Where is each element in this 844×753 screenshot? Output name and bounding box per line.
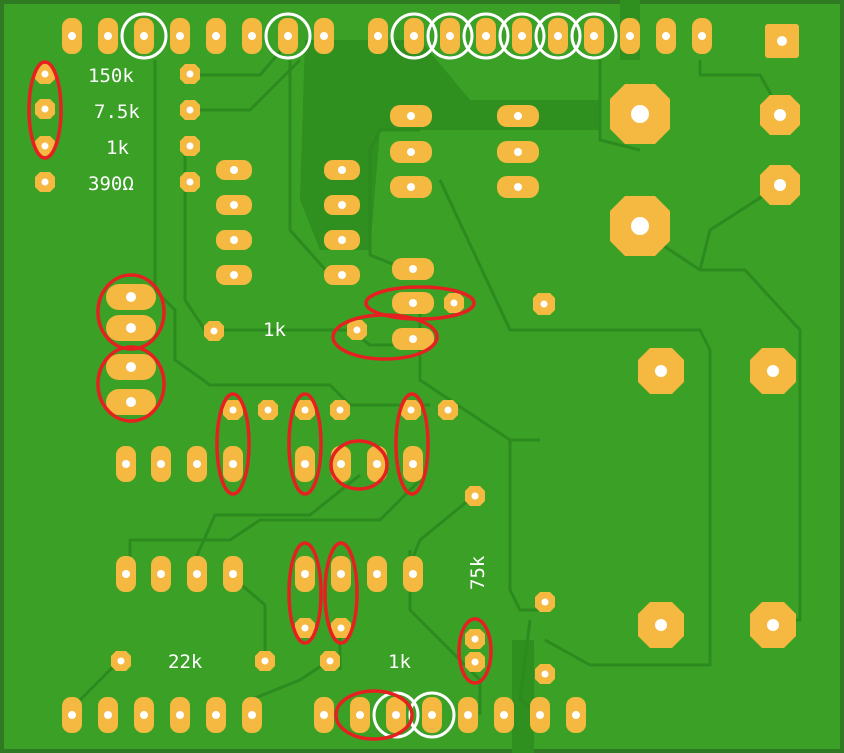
label-1k-b: 1k <box>263 319 286 341</box>
small-pads-lower <box>111 592 555 684</box>
mid-pads <box>204 105 555 350</box>
label-1k-a: 1k <box>106 137 129 159</box>
ic1-pads <box>216 160 360 285</box>
red-highlights <box>27 60 493 741</box>
label-390: 390Ω <box>88 173 134 195</box>
ic2-top-pads <box>116 446 423 482</box>
label-22k: 22k <box>168 651 203 673</box>
label-150k: 150k <box>88 65 134 87</box>
big-oval-pads <box>106 284 156 415</box>
copper-strip <box>512 640 534 753</box>
white-highlights <box>120 12 618 739</box>
header-bottom <box>62 697 586 733</box>
silkscreen: 150k 7.5k 1k 390Ω 1k 75k 22k 1k <box>88 65 489 673</box>
label-7-5k: 7.5k <box>94 101 140 123</box>
pads <box>35 18 800 733</box>
label-1k-c: 1k <box>388 651 411 673</box>
label-75k: 75k <box>467 555 489 590</box>
row-pads-410 <box>223 400 458 420</box>
copper-island <box>300 40 600 250</box>
ic2-bottom-pads <box>116 556 423 592</box>
header-top <box>62 18 712 54</box>
resistor-pads-left <box>35 64 200 192</box>
large-pads <box>610 84 800 648</box>
